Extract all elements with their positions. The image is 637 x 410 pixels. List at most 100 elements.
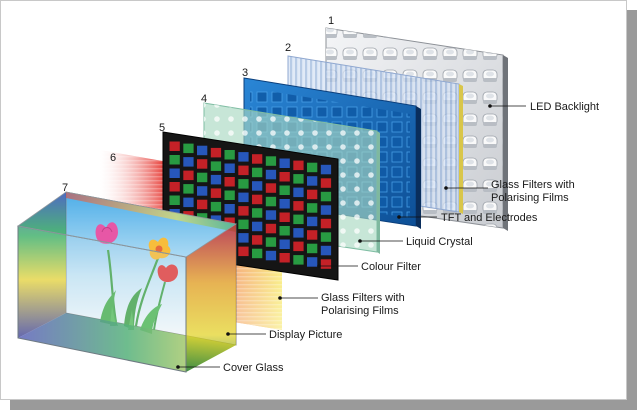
colour-filter-subpixel <box>307 230 318 240</box>
colour-filter-subpixel <box>279 239 290 249</box>
layer-number-4: 4 <box>201 93 207 105</box>
colour-filter-subpixel <box>293 160 304 171</box>
colour-filter-subpixel <box>224 177 235 187</box>
layer-number-1: 1 <box>328 15 334 27</box>
colour-filter-subpixel <box>265 183 277 193</box>
colour-filter-subpixel <box>169 168 180 178</box>
colour-filter-subpixel <box>224 190 235 200</box>
colour-filter-subpixel <box>307 243 318 254</box>
colour-filter-subpixel <box>169 195 180 205</box>
colour-filter-subpixel <box>279 158 290 168</box>
colour-filter-subpixel <box>307 257 318 267</box>
colour-filter-subpixel <box>197 186 208 196</box>
colour-filter-subpixel <box>238 152 249 162</box>
colour-filter-subpixel <box>169 141 180 151</box>
colour-filter-subpixel <box>183 184 194 194</box>
colour-filter-subpixel <box>320 245 332 256</box>
colour-filter-subpixel <box>265 169 277 180</box>
colour-filter-subpixel <box>169 155 180 165</box>
colour-filter-subpixel <box>279 212 290 222</box>
colour-filter-subpixel <box>197 145 208 156</box>
label-liquid-crystal: Liquid Crystal <box>406 236 473 248</box>
colour-filter-subpixel <box>293 201 304 211</box>
colour-filter-subpixel <box>279 185 290 195</box>
colour-filter-subpixel <box>238 246 249 257</box>
colour-filter-subpixel <box>183 157 194 167</box>
colour-filter-subpixel <box>279 199 290 209</box>
tulip-illustration <box>95 222 178 334</box>
label-led-backlight: LED Backlight <box>530 101 599 113</box>
colour-filter-subpixel <box>307 176 318 186</box>
colour-filter-subpixel <box>293 187 304 198</box>
colour-filter-subpixel <box>210 188 222 198</box>
colour-filter-subpixel <box>252 208 263 218</box>
colour-filter-subpixel <box>224 150 235 160</box>
colour-filter-subpixel <box>252 154 263 164</box>
colour-filter-subpixel <box>265 237 277 247</box>
colour-filter-subpixel <box>197 199 208 210</box>
leader-lines <box>176 104 526 369</box>
colour-filter-subpixel <box>293 214 304 225</box>
label-front-polariser-line1: Glass Filters with <box>321 292 405 304</box>
colour-filter-subpixel <box>210 174 222 185</box>
layer-number-7: 7 <box>62 182 68 194</box>
colour-filter-subpixel <box>307 189 318 200</box>
colour-filter-subpixel <box>265 196 277 207</box>
colour-filter-subpixel <box>169 182 180 192</box>
colour-filter-subpixel <box>252 235 263 245</box>
colour-filter-subpixel <box>265 210 277 220</box>
label-rear-polariser-line1: Glass Filters with <box>491 179 575 191</box>
colour-filter-subpixel <box>238 219 249 230</box>
colour-filter-subpixel <box>210 201 222 212</box>
label-front-polariser-line2: Polarising Films <box>321 305 399 317</box>
colour-filter-subpixel <box>238 179 249 189</box>
layer-number-2: 2 <box>285 42 291 54</box>
label-tft-electrodes: TFT and Electrodes <box>441 212 538 224</box>
colour-filter-subpixel <box>293 255 304 265</box>
colour-filter-subpixel <box>238 206 249 216</box>
colour-filter-subpixel <box>252 167 263 178</box>
colour-filter-subpixel <box>265 250 277 261</box>
colour-filter-subpixel <box>252 248 263 259</box>
colour-filter-subpixel <box>265 156 277 166</box>
colour-filter-subpixel <box>320 178 332 188</box>
colour-filter-subpixel <box>307 203 318 213</box>
colour-filter-subpixel <box>320 218 332 229</box>
colour-filter-subpixel <box>197 172 208 183</box>
colour-filter-subpixel <box>224 163 235 173</box>
colour-filter-subpixel <box>320 191 332 202</box>
colour-filter-subpixel <box>252 181 263 191</box>
colour-filter-subpixel <box>183 197 194 208</box>
colour-filter-subpixel <box>210 161 222 171</box>
colour-filter-subpixel <box>320 164 332 175</box>
colour-filter-subpixel <box>307 216 318 227</box>
colour-filter-subpixel <box>265 223 277 234</box>
colour-filter-subpixel <box>210 147 222 158</box>
label-colour-filter: Colour Filter <box>361 261 421 273</box>
label-cover-glass: Cover Glass <box>223 362 284 374</box>
colour-filter-subpixel <box>279 172 290 182</box>
layer-cover-glass <box>16 191 238 373</box>
layer-labels: LED Backlight Glass Filters with Polaris… <box>223 101 599 374</box>
colour-filter-subpixel <box>320 232 332 242</box>
colour-filter-subpixel <box>320 205 332 215</box>
colour-filter-subpixel <box>224 204 235 214</box>
colour-filter-subpixel <box>238 233 249 243</box>
colour-filter-subpixel <box>293 228 304 238</box>
colour-filter-subpixel <box>320 259 332 269</box>
label-display-picture: Display Picture <box>269 329 342 341</box>
colour-filter-subpixel <box>279 253 290 263</box>
colour-filter-subpixel <box>293 241 304 252</box>
colour-filter-subpixel <box>224 217 235 227</box>
colour-filter-subpixel <box>183 170 194 181</box>
colour-filter-subpixel <box>252 221 263 232</box>
colour-filter-subpixel <box>279 226 290 236</box>
label-rear-polariser-line2: Polarising Films <box>491 192 569 204</box>
colour-filter-subpixel <box>238 165 249 176</box>
layer-number-6: 6 <box>110 152 116 164</box>
colour-filter-subpixel <box>307 162 318 173</box>
colour-filter-subpixel <box>183 143 194 154</box>
layer-number-5: 5 <box>159 122 165 134</box>
colour-filter-subpixel <box>197 159 208 169</box>
